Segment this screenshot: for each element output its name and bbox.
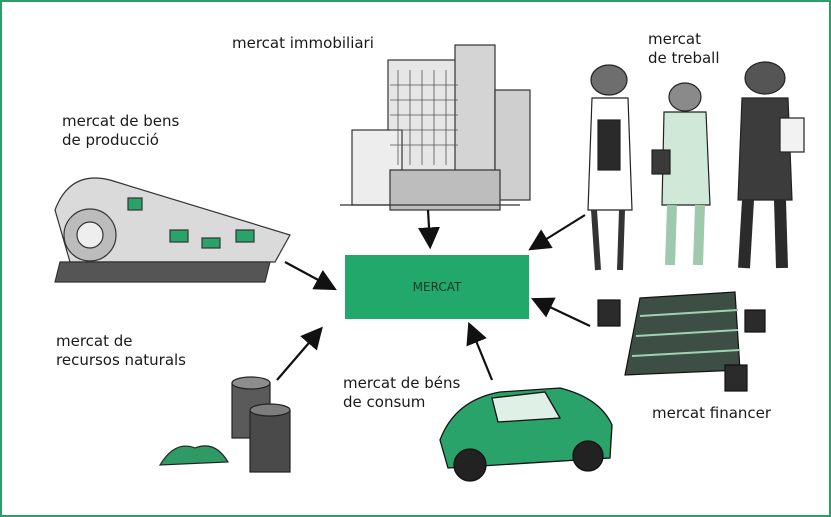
- label-mercat-produccio: mercat de bens de producció: [62, 112, 180, 149]
- arrow-from-treball: [528, 214, 586, 251]
- flow-arrows: [276, 209, 591, 381]
- workers-illustration: [587, 61, 805, 271]
- label-mercat-immobiliari: mercat immobiliari: [232, 34, 374, 52]
- arrow-from-recursos: [276, 326, 323, 381]
- production-machine-illustration: [54, 177, 291, 283]
- label-mercat-consum: mercat de béns de consum: [343, 374, 461, 411]
- market-center-label: MERCAT: [412, 280, 462, 294]
- arrow-from-produccio: [284, 261, 337, 291]
- label-mercat-financer: mercat financer: [652, 404, 772, 422]
- barrels-illustration: [158, 376, 291, 473]
- buildings-illustration: [340, 44, 531, 211]
- arrow-from-financer: [531, 297, 591, 327]
- label-mercat-recursos: mercat de recursos naturals: [56, 332, 186, 369]
- arrow-from-consum: [466, 321, 494, 381]
- market-center-box: MERCAT: [345, 255, 529, 319]
- arrow-from-immobiliari: [418, 209, 440, 250]
- money-illustration: [597, 291, 766, 392]
- car-illustration: [439, 387, 613, 482]
- label-mercat-treball: mercat de treball: [648, 30, 720, 67]
